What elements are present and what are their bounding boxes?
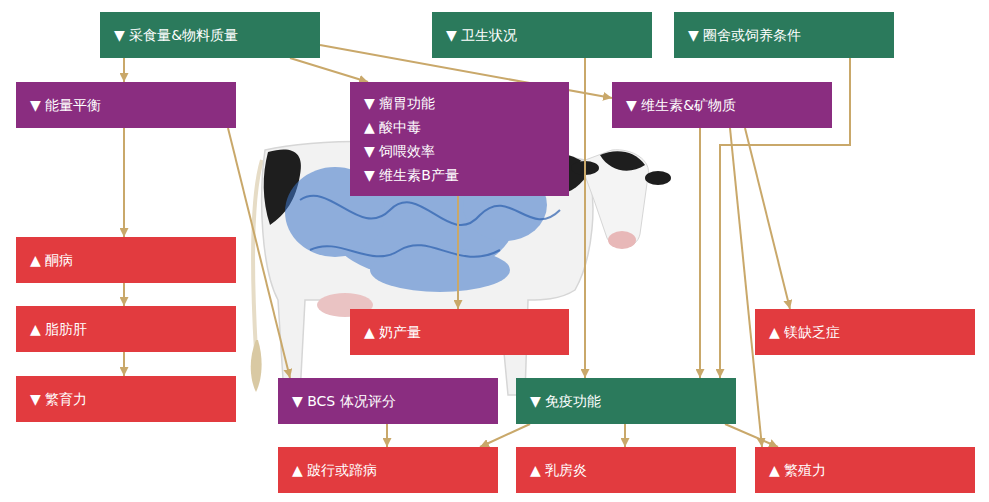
- node-label: ▲ 跛行或蹄病: [292, 461, 484, 479]
- node-label: ▼ 维生素&矿物质: [626, 96, 818, 114]
- factor-box: ▼ 采食量&物料质量: [100, 12, 320, 58]
- arrow-connector: [123, 128, 125, 237]
- cow-head-patch: [600, 151, 645, 171]
- intermediate-box: ▼ 能量平衡: [16, 82, 236, 128]
- outcome-box: ▲ 跛行或蹄病: [278, 447, 498, 493]
- arrow-connector: [725, 424, 778, 447]
- arrow-connector: [699, 128, 701, 378]
- node-label: ▲ 乳房炎: [530, 461, 722, 479]
- arrow-connector: [745, 128, 790, 309]
- arrow-connector: [123, 352, 125, 376]
- arrow-connector: [123, 283, 125, 306]
- arrow-connector: [480, 424, 530, 447]
- cow-ear: [645, 171, 671, 185]
- factor-box: ▼ 圈舍或饲养条件: [674, 12, 894, 58]
- node-label: ▲ 酸中毒: [364, 118, 555, 136]
- arrow-connector: [584, 58, 586, 378]
- intermediate-box: ▼ 维生素&矿物质: [612, 82, 832, 128]
- intermediate-box: ▼ 瘤胃功能 ▲ 酸中毒 ▼ 饲喂效率 ▼ 维生素B产量: [350, 82, 569, 196]
- node-label: ▼ 饲喂效率: [364, 142, 555, 160]
- node-label: ▲ 繁殖力: [769, 461, 961, 479]
- node-label: ▼ BCS 体况评分: [292, 392, 484, 410]
- node-label: ▲ 镁缺乏症: [769, 323, 961, 341]
- outcome-box: ▲ 镁缺乏症: [755, 309, 975, 355]
- node-label: ▼ 维生素B产量: [364, 166, 555, 184]
- outcome-box: ▲ 繁殖力: [755, 447, 975, 493]
- arrow-connector: [386, 424, 388, 447]
- node-label: ▼ 繁育力: [30, 390, 222, 408]
- node-label: ▼ 采食量&物料质量: [114, 26, 306, 44]
- outcome-box: ▲ 奶产量: [350, 309, 569, 355]
- cow-tail-tuft: [251, 340, 262, 392]
- arrow-connector: [228, 128, 290, 378]
- outcome-box: ▼ 繁育力: [16, 376, 236, 422]
- node-label: ▼ 免疫功能: [530, 392, 722, 410]
- outcome-box: ▲ 酮病: [16, 237, 236, 283]
- node-label: ▼ 瘤胃功能: [364, 94, 555, 112]
- node-label: ▼ 圈舍或饲养条件: [688, 26, 880, 44]
- arrow-connector: [123, 58, 125, 82]
- intermediate-box: ▼ BCS 体况评分: [278, 378, 498, 424]
- cow-intestine: [300, 196, 560, 225]
- cow-intestine: [310, 245, 500, 257]
- outcome-box: ▲ 脂肪肝: [16, 306, 236, 352]
- arrow-connector: [457, 196, 459, 309]
- node-label: ▲ 奶产量: [364, 323, 555, 341]
- cow-nose: [608, 231, 636, 249]
- node-label: ▲ 脂肪肝: [30, 320, 222, 338]
- arrow-connector: [624, 424, 626, 447]
- factor-box: ▼ 免疫功能: [516, 378, 736, 424]
- outcome-box: ▲ 乳房炎: [516, 447, 736, 493]
- node-label: ▼ 卫生状况: [446, 26, 638, 44]
- node-label: ▲ 酮病: [30, 251, 222, 269]
- node-label: ▼ 能量平衡: [30, 96, 222, 114]
- factor-box: ▼ 卫生状况: [432, 12, 652, 58]
- arrow-connector: [290, 58, 368, 82]
